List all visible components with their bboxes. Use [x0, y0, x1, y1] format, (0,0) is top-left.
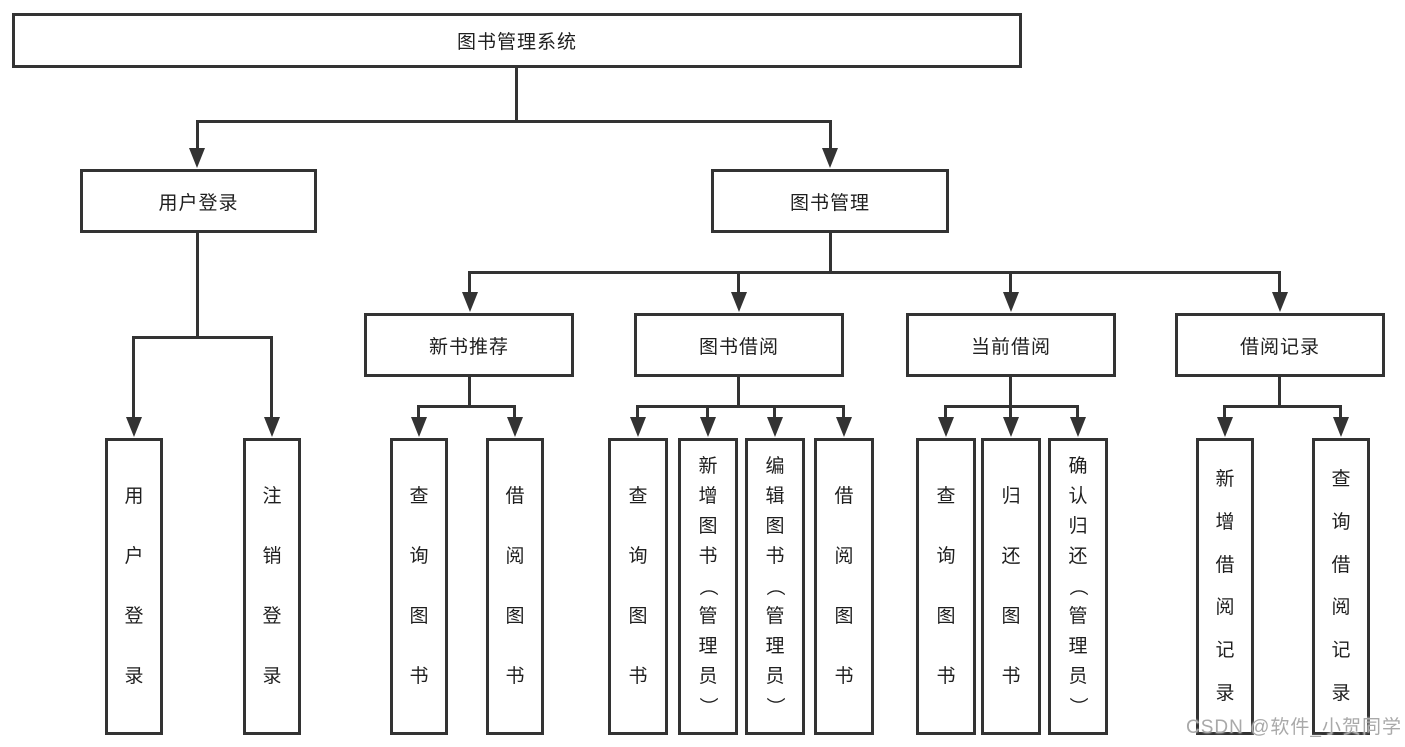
- connector-line: [1278, 271, 1281, 297]
- leaf-borrow-books-borrowing: 借阅图书: [814, 438, 874, 735]
- node-borrowing-records: 借阅记录: [1175, 313, 1385, 377]
- leaf-query-borrow-record-label: 查询借阅记录: [1331, 468, 1351, 705]
- arrow-head: [1217, 417, 1233, 437]
- leaf-borrow-books-borrowing-label: 借阅图书: [834, 486, 854, 687]
- node-user-login: 用户登录: [80, 169, 317, 233]
- connector-line: [1223, 405, 1226, 423]
- leaf-user-login-label: 用户登录: [124, 486, 144, 687]
- leaf-query-books-borrowing-label: 查询图书: [628, 486, 648, 687]
- arrow-head: [1070, 417, 1086, 437]
- node-library-system: 图书管理系统: [12, 13, 1022, 68]
- arrow-head: [462, 292, 478, 312]
- leaf-edit-book-admin-label: 编辑图书（管理员）: [764, 456, 786, 717]
- arrow-head: [264, 417, 280, 437]
- node-user-login-label: 用户登录: [158, 192, 239, 214]
- csdn-watermark: CSDN @软件_小贺同学: [1186, 717, 1402, 738]
- connector-line: [132, 336, 135, 421]
- leaf-logout-login-label: 注销登录: [262, 486, 282, 687]
- connector-line: [706, 405, 709, 423]
- arrow-head: [1333, 417, 1349, 437]
- connector-line: [1076, 405, 1079, 423]
- node-current-borrowing-label: 当前借阅: [970, 336, 1051, 358]
- node-borrowing-records-label: 借阅记录: [1239, 336, 1320, 358]
- connector-line: [1009, 405, 1012, 423]
- node-new-book-recommend: 新书推荐: [364, 313, 574, 377]
- leaf-user-login: 用户登录: [105, 438, 163, 735]
- connector-line: [829, 120, 832, 152]
- arrow-head: [938, 417, 954, 437]
- connector-line: [636, 405, 639, 423]
- connector-line: [1223, 405, 1342, 408]
- leaf-return-books: 归还图书: [981, 438, 1041, 735]
- arrow-head: [1003, 417, 1019, 437]
- arrow-head: [630, 417, 646, 437]
- leaf-confirm-return-admin-label: 确认归还（管理员）: [1067, 456, 1089, 717]
- node-book-management: 图书管理: [711, 169, 949, 233]
- arrow-head: [700, 417, 716, 437]
- arrow-head: [189, 148, 205, 168]
- node-current-borrowing: 当前借阅: [906, 313, 1116, 377]
- connector-line: [468, 377, 471, 407]
- node-new-book-recommend-label: 新书推荐: [428, 336, 509, 358]
- connector-line: [196, 120, 199, 152]
- connector-line: [132, 336, 273, 339]
- connector-line: [1009, 271, 1012, 297]
- connector-line: [515, 68, 518, 122]
- connector-line: [468, 271, 1281, 274]
- connector-line: [773, 405, 776, 423]
- arrow-head: [507, 417, 523, 437]
- leaf-borrow-books-recommend-label: 借阅图书: [505, 486, 525, 687]
- leaf-query-books-recommend-label: 查询图书: [409, 486, 429, 687]
- connector-line: [1278, 377, 1281, 407]
- connector-line: [468, 271, 471, 297]
- leaf-query-books-borrowing: 查询图书: [608, 438, 668, 735]
- connector-line: [737, 377, 740, 407]
- node-book-management-label: 图书管理: [789, 192, 870, 214]
- node-book-borrowing: 图书借阅: [634, 313, 844, 377]
- connector-line: [944, 405, 947, 423]
- connector-line: [829, 233, 832, 273]
- leaf-confirm-return-admin: 确认归还（管理员）: [1048, 438, 1108, 735]
- connector-line: [1339, 405, 1342, 423]
- leaf-logout-login: 注销登录: [243, 438, 301, 735]
- leaf-return-books-label: 归还图书: [1001, 486, 1021, 687]
- leaf-query-borrow-record: 查询借阅记录: [1312, 438, 1370, 735]
- arrow-head: [126, 417, 142, 437]
- connector-line: [417, 405, 516, 408]
- leaf-add-borrow-record: 新增借阅记录: [1196, 438, 1254, 735]
- leaf-add-book-admin: 新增图书（管理员）: [678, 438, 738, 735]
- arrow-head: [1003, 292, 1019, 312]
- arrow-head: [731, 292, 747, 312]
- leaf-query-books-current: 查询图书: [916, 438, 976, 735]
- leaf-borrow-books-recommend: 借阅图书: [486, 438, 544, 735]
- arrow-head: [822, 148, 838, 168]
- arrow-head: [836, 417, 852, 437]
- arrow-head: [1272, 292, 1288, 312]
- node-library-system-label: 图书管理系统: [456, 32, 577, 53]
- node-book-borrowing-label: 图书借阅: [698, 336, 779, 358]
- connector-line: [513, 405, 516, 423]
- connector-line: [196, 233, 199, 339]
- connector-line: [737, 271, 740, 297]
- connector-line: [636, 405, 845, 408]
- leaf-add-borrow-record-label: 新增借阅记录: [1215, 468, 1235, 705]
- arrow-head: [411, 417, 427, 437]
- connector-line: [196, 120, 832, 123]
- arrow-head: [767, 417, 783, 437]
- connector-line: [1009, 377, 1012, 407]
- connector-line: [417, 405, 420, 423]
- connector-line: [270, 336, 273, 421]
- leaf-query-books-recommend: 查询图书: [390, 438, 448, 735]
- leaf-query-books-current-label: 查询图书: [936, 486, 956, 687]
- leaf-edit-book-admin: 编辑图书（管理员）: [745, 438, 805, 735]
- leaf-add-book-admin-label: 新增图书（管理员）: [697, 456, 719, 717]
- connector-line: [842, 405, 845, 423]
